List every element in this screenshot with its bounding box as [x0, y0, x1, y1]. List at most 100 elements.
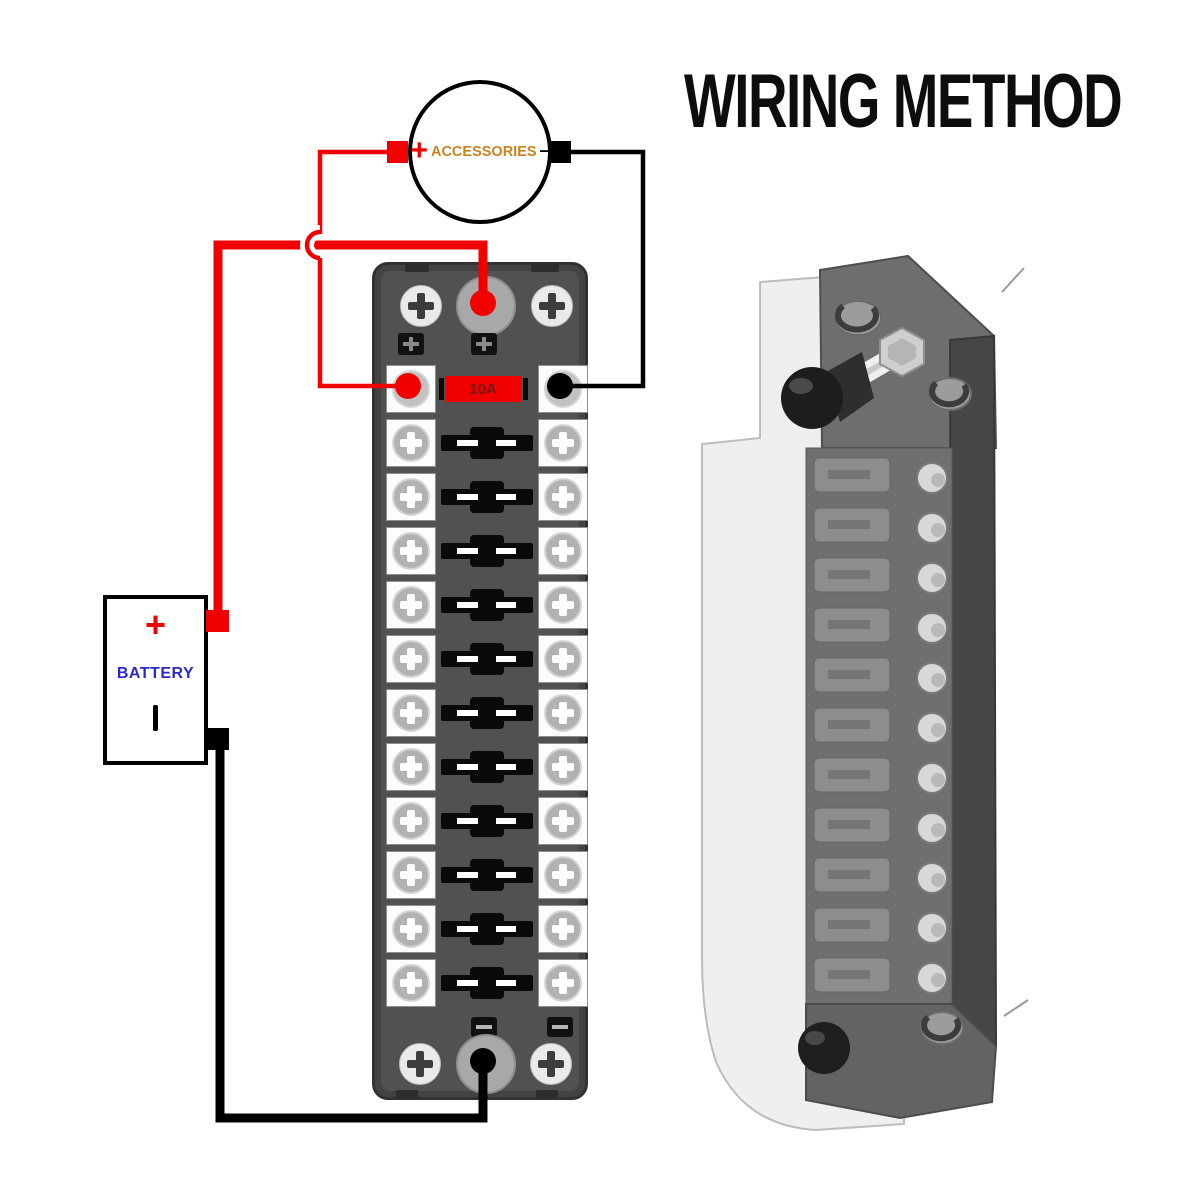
product-bottom-boot	[798, 1022, 850, 1074]
terminal-screw-icon	[544, 586, 582, 624]
fuse-slot-icon	[441, 697, 533, 729]
fuse-row-right-terminal	[538, 959, 588, 1007]
fuse-row	[375, 419, 588, 467]
product-stud-and-nut	[834, 326, 925, 397]
minus-mark-right-icon	[547, 1017, 573, 1037]
main-fuse-label: 10A	[469, 380, 497, 398]
terminal-screw-icon	[544, 370, 582, 408]
terminal-screw-icon	[392, 802, 430, 840]
product-front-face	[805, 447, 953, 1005]
fuse-slot-icon	[441, 589, 533, 621]
terminal-screw-icon	[392, 532, 430, 570]
fuse-row-right-terminal	[538, 851, 588, 899]
negative-output-terminal	[456, 1034, 516, 1094]
fuse-slot-icon	[441, 535, 533, 567]
fuse-row-left-terminal	[386, 743, 436, 791]
bottom-right-screw-icon	[530, 1043, 572, 1085]
fuse-slot-icon	[441, 427, 533, 459]
fuse-row-right-terminal	[538, 473, 588, 521]
fuse-row-left-terminal	[386, 419, 436, 467]
terminal-screw-icon	[392, 370, 430, 408]
product-mounting-holes	[834, 300, 972, 1045]
terminal-screw-icon	[544, 694, 582, 732]
product-top-boot	[781, 352, 874, 429]
fuse-row-right-terminal	[538, 365, 588, 413]
product-bottom-plate	[805, 1003, 998, 1120]
fuse-row-right-terminal	[538, 527, 588, 575]
fuse-row-left-terminal	[386, 365, 436, 413]
fuse-slot-icon	[441, 751, 533, 783]
battery-label: BATTERY	[116, 665, 195, 682]
accessories-positive-wire-upper	[317, 149, 398, 234]
fuse-row: 10A	[375, 365, 588, 413]
fuse-slot-icon	[441, 805, 533, 837]
fuse-row-left-terminal	[386, 959, 436, 1007]
fuse-row	[375, 581, 588, 629]
product-side-face	[948, 334, 998, 1060]
fuse-row	[375, 527, 588, 575]
product-wire-stubs	[1001, 267, 1029, 1017]
accessories-positive-terminal	[387, 141, 408, 163]
terminal-screw-icon	[392, 478, 430, 516]
product-terminal-screws	[916, 462, 948, 994]
fuse-row-right-terminal	[538, 743, 588, 791]
fuse-row-right-terminal	[538, 797, 588, 845]
fuse-slot-icon	[441, 967, 533, 999]
fuse-row-right-terminal	[538, 635, 588, 683]
battery-box: + BATTERY	[103, 595, 208, 765]
terminal-screw-icon	[392, 748, 430, 786]
fuse-slot-icon	[441, 481, 533, 513]
fuse-rows: 10A	[375, 265, 588, 1097]
fuse-row	[375, 905, 588, 953]
product-3d	[701, 254, 1029, 1132]
terminal-screw-icon	[544, 640, 582, 678]
fuse-block: 10A	[372, 262, 588, 1100]
bottom-notch-right	[536, 1090, 558, 1098]
fuse-row-left-terminal	[386, 689, 436, 737]
terminal-screw-icon	[544, 856, 582, 894]
terminal-screw-icon	[544, 748, 582, 786]
fuse-row	[375, 689, 588, 737]
terminal-screw-icon	[392, 640, 430, 678]
terminal-screw-icon	[392, 964, 430, 1002]
fuse-row	[375, 959, 588, 1007]
terminal-screw-icon	[544, 964, 582, 1002]
fuse-row-right-terminal	[538, 905, 588, 953]
accessories-minus-symbol: –	[539, 139, 550, 160]
fuse-slot-icon	[441, 913, 533, 945]
wire-hop-gap	[300, 225, 321, 265]
product-fuse-wells	[813, 457, 891, 993]
terminal-screw-icon	[392, 910, 430, 948]
top-notch-right	[531, 264, 559, 272]
terminal-screw-icon	[392, 694, 430, 732]
fuse-row	[375, 851, 588, 899]
battery-minus-symbol	[153, 705, 158, 731]
fuse-row-right-terminal	[538, 581, 588, 629]
battery-plus-symbol: +	[144, 604, 167, 645]
terminal-screw-icon	[544, 478, 582, 516]
fuse-row	[375, 797, 588, 845]
accessories-node: + ACCESSORIES –	[408, 80, 552, 224]
terminal-screw-icon	[392, 424, 430, 462]
wire-hop-icon	[304, 229, 321, 261]
fuse-row-right-terminal	[538, 689, 588, 737]
fuse-row	[375, 473, 588, 521]
terminal-screw-icon	[544, 424, 582, 462]
accessories-negative-terminal	[550, 141, 571, 163]
terminal-screw-icon	[392, 586, 430, 624]
battery-positive-terminal	[206, 610, 229, 632]
fuse-row	[375, 743, 588, 791]
fuse-row-left-terminal	[386, 635, 436, 683]
installed-fuse: 10A	[439, 376, 531, 402]
product-top-plate	[818, 254, 998, 449]
fuse-slot-icon	[441, 643, 533, 675]
fuse-row-left-terminal	[386, 473, 436, 521]
fuse-row-left-terminal	[386, 581, 436, 629]
bottom-left-screw-icon	[399, 1043, 441, 1085]
fuse-row-left-terminal	[386, 797, 436, 845]
fuse-slot-icon	[441, 859, 533, 891]
fuse-row-left-terminal	[386, 905, 436, 953]
page-title: WIRING METHOD	[684, 59, 1123, 144]
accessories-plus-symbol: +	[410, 133, 428, 167]
